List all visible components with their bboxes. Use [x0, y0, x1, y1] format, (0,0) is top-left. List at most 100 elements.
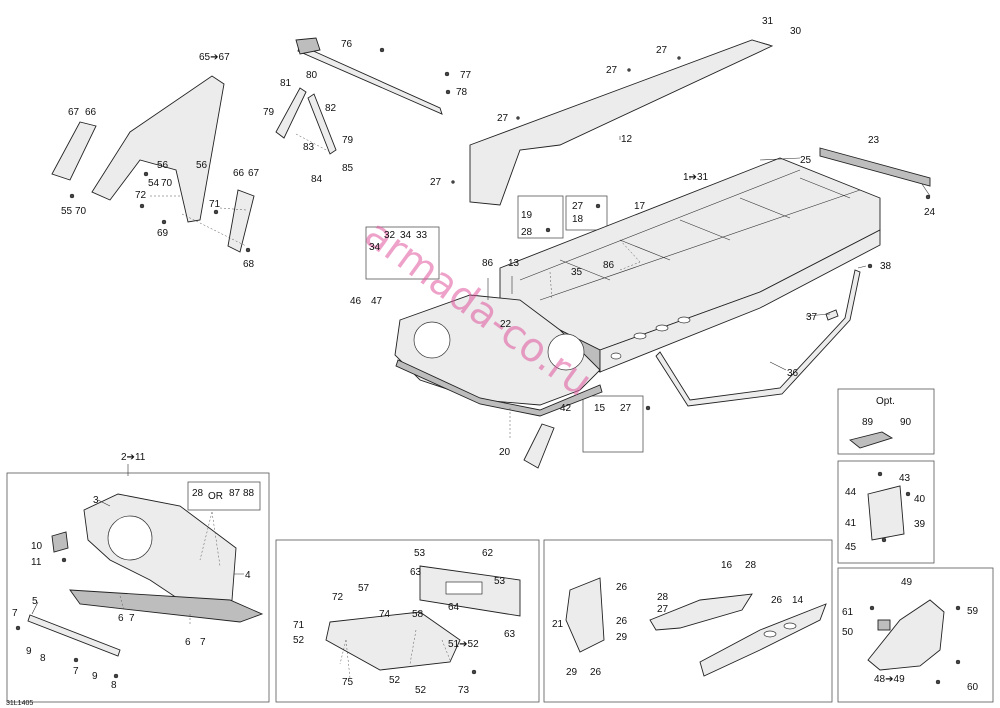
callout-82: 82	[325, 103, 337, 114]
callout-8-b: 8	[111, 680, 117, 691]
callout-52-a: 52	[293, 635, 305, 646]
callout-27-e: 27	[572, 201, 584, 212]
callout-53-b: 53	[494, 576, 506, 587]
callout-71: 71	[209, 199, 221, 210]
callout-61: 61	[842, 607, 854, 618]
callout-87: 87	[229, 488, 241, 499]
callout-24: 24	[924, 207, 936, 218]
callout-84: 84	[311, 174, 323, 185]
box-parts-18-27	[565, 195, 608, 231]
callout-26-a: 26	[616, 582, 628, 593]
callout-88: 88	[243, 488, 255, 499]
callout-9-a: 9	[26, 646, 32, 657]
callout-70-b: 70	[75, 206, 87, 217]
callout-31: 31	[762, 16, 774, 27]
callout-7-a: 7	[129, 613, 135, 624]
callout-26-c: 26	[616, 616, 628, 627]
rear-bumper-bar	[819, 147, 931, 187]
callout-60: 60	[967, 682, 979, 693]
callout-50: 50	[842, 627, 854, 638]
steering-column-end	[295, 37, 321, 55]
callout-23: 23	[868, 135, 880, 146]
box-parts-28-87-88	[187, 481, 261, 511]
callout-4: 4	[245, 570, 251, 581]
callout-81: 81	[280, 78, 292, 89]
callout-39: 39	[914, 519, 926, 530]
bracket-10	[51, 531, 69, 553]
upper-column-support	[91, 75, 225, 223]
callout-72: 72	[135, 190, 147, 201]
callout-44: 44	[845, 487, 857, 498]
callout-35: 35	[571, 267, 583, 278]
callout-58: 58	[412, 609, 424, 620]
callout-10: 10	[31, 541, 43, 552]
callout-86-a: 86	[482, 258, 494, 269]
callout-56-a: 56	[157, 160, 169, 171]
or-label: OR	[208, 491, 223, 502]
callout-7-b: 7	[12, 608, 18, 619]
callout-20: 20	[499, 447, 511, 458]
front-frame-opening-right	[547, 333, 585, 371]
callout-37: 37	[806, 312, 818, 323]
callout-48to49: 48➔49	[874, 674, 905, 685]
callout-67-a: 67	[68, 107, 80, 118]
callout-57: 57	[358, 583, 370, 594]
steering-support-bracket-left	[275, 87, 307, 139]
callout-30: 30	[790, 26, 802, 37]
tunnel-holes	[610, 316, 691, 360]
front-frame-opening	[413, 321, 451, 359]
rail-37	[825, 309, 839, 321]
callout-66-a: 66	[85, 107, 97, 118]
callout-78: 78	[456, 87, 468, 98]
running-board-rail	[655, 269, 861, 407]
callout-3: 3	[93, 495, 99, 506]
callout-73: 73	[458, 685, 470, 696]
callout-53-a: 53	[414, 548, 426, 559]
callout-59: 59	[967, 606, 979, 617]
box-parts-32-34	[365, 226, 440, 280]
callout-22: 22	[500, 319, 512, 330]
callout-12: 12	[621, 134, 633, 145]
callout-28-a: 28	[521, 227, 533, 238]
callout-27-g: 27	[657, 604, 669, 615]
side-panel-66-67-right	[227, 189, 255, 253]
part-50	[877, 619, 891, 631]
callout-55: 55	[61, 206, 73, 217]
callout-63-b: 63	[504, 629, 516, 640]
callout-27-c: 27	[497, 113, 509, 124]
callout-19: 19	[521, 210, 533, 221]
callout-7-d: 7	[73, 666, 79, 677]
callout-8-a: 8	[40, 653, 46, 664]
callout-26-b: 26	[771, 595, 783, 606]
callout-41: 41	[845, 518, 857, 529]
callout-74: 74	[379, 609, 391, 620]
lower-bracket-20	[523, 423, 555, 469]
callout-54: 54	[148, 178, 160, 189]
callout-27-f: 27	[620, 403, 632, 414]
callout-28-c: 28	[745, 560, 757, 571]
lower-frame-rail	[395, 359, 603, 417]
callout-17: 17	[634, 201, 646, 212]
callout-46: 46	[350, 296, 362, 307]
panel-front-frame	[6, 472, 270, 703]
callout-34-a: 34	[400, 230, 412, 241]
fastener-markers	[15, 47, 961, 685]
callout-75: 75	[342, 677, 354, 688]
callout-79-a: 79	[263, 107, 275, 118]
callout-6-a: 6	[118, 613, 124, 624]
callout-29-b: 29	[566, 667, 578, 678]
panel-optional	[837, 388, 935, 455]
rail-5	[27, 614, 121, 657]
callout-38: 38	[880, 261, 892, 272]
callout-1to31: 1➔31	[683, 172, 709, 183]
callout-71-b: 71	[293, 620, 305, 631]
callout-9-b: 9	[92, 671, 98, 682]
callout-47: 47	[371, 296, 383, 307]
callout-21: 21	[552, 619, 564, 630]
callout-52-b: 52	[389, 675, 401, 686]
bracket-21	[565, 577, 605, 653]
callout-68: 68	[243, 259, 255, 270]
callout-77: 77	[460, 70, 472, 81]
callout-67-b: 67	[248, 168, 260, 179]
callout-16: 16	[721, 560, 733, 571]
